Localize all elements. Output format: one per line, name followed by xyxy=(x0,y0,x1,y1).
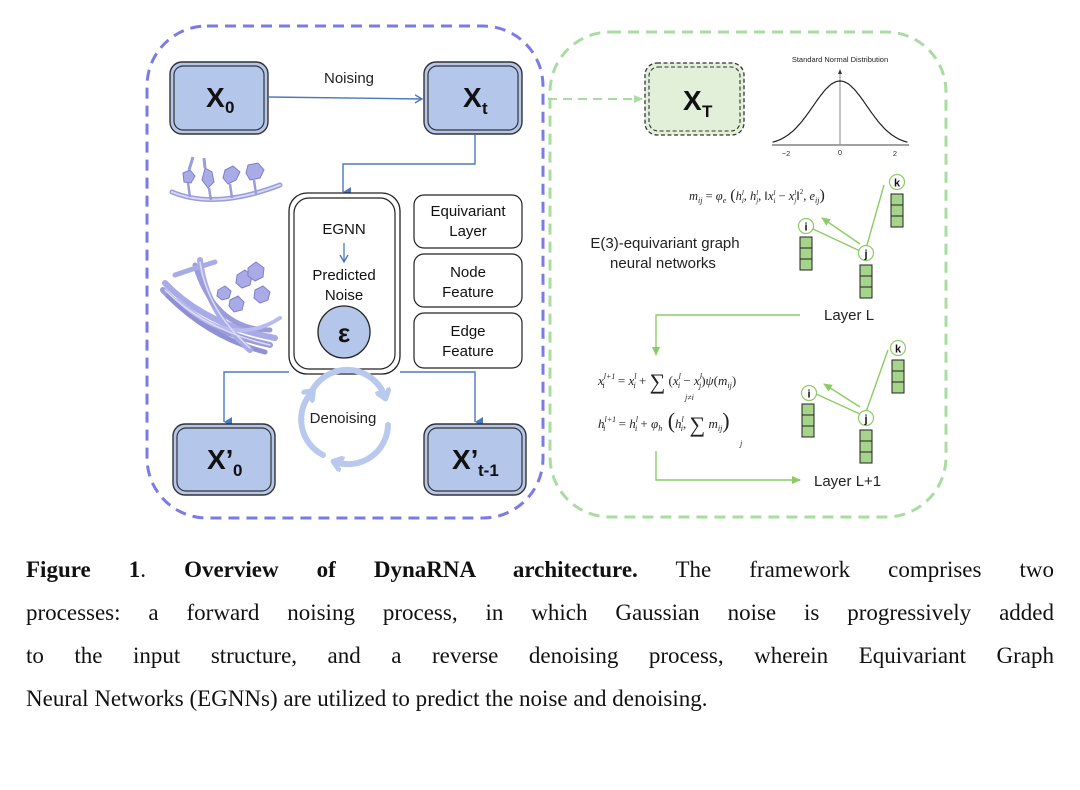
layer-L-label: Layer L xyxy=(824,307,874,324)
x0-prime-main: X’ xyxy=(207,444,233,475)
side-box-line2: Feature xyxy=(442,343,494,360)
egnn-box: EGNN Predicted Noise ε xyxy=(288,192,401,375)
node-i-label: i xyxy=(807,389,810,401)
node-k-label: k xyxy=(895,344,902,356)
node-j xyxy=(857,244,875,262)
node-j xyxy=(857,409,875,427)
side-box-equivariant-layer: Equivariant Layer xyxy=(413,194,523,249)
egnn-label-line2: neural networks xyxy=(610,255,716,272)
node-i xyxy=(800,384,818,402)
caption-figure-label: Figure 1 xyxy=(26,557,141,582)
predicted-label: Predicted xyxy=(312,267,375,284)
noising-arrow xyxy=(267,94,424,104)
layer-L1-label: Layer L+1 xyxy=(814,473,881,490)
node-x0: X 0 xyxy=(169,61,269,135)
side-box-line1: Edge xyxy=(450,323,485,340)
xt-main: X xyxy=(463,82,482,113)
normal-dist-y-arrow xyxy=(838,69,842,74)
x0-main: X xyxy=(206,82,225,113)
side-box-line1: Node xyxy=(450,264,486,281)
egnn-to-xt1prime-arrow xyxy=(400,371,483,427)
node-k-label: k xyxy=(894,178,901,190)
node-xt1-prime: X’ t-1 xyxy=(423,423,527,496)
rna-single-strand-illustration xyxy=(169,156,283,202)
node-x0-prime: X’ 0 xyxy=(172,423,276,496)
caption-line-1: Figure 1. Overview of DynaRNA architectu… xyxy=(26,548,1054,591)
egnn-to-x0prime-arrow xyxy=(223,371,289,427)
node-k xyxy=(889,339,907,357)
xT-main: X xyxy=(683,85,702,116)
xt1-prime-sub: t-1 xyxy=(478,461,499,480)
normal-dist-curve xyxy=(772,80,908,143)
x0-sub: 0 xyxy=(225,98,234,117)
egnn-label-line1: E(3)-equivariant graph xyxy=(590,235,739,252)
layer-L-to-update-arrow xyxy=(652,314,800,356)
xT-sub: T xyxy=(702,102,713,121)
node-i-label: i xyxy=(804,222,807,234)
sum-subscript-j-neq-i: j≠i xyxy=(684,393,694,402)
caption-line-3: to the input structure, and a reverse de… xyxy=(26,643,1054,668)
caption-separator: . xyxy=(140,557,185,582)
denoising-cycle-icon xyxy=(298,366,388,464)
caption-title: Overview of DynaRNA architecture. xyxy=(184,557,638,582)
node-xT: X T xyxy=(644,62,745,136)
graph-layer-L1: i j k xyxy=(800,339,907,464)
forward-reverse-panel-border xyxy=(145,24,545,520)
side-box-edge-feature: Edge Feature xyxy=(413,312,523,369)
noise-label: Noise xyxy=(325,287,363,304)
normal-dist-tick: 2 xyxy=(893,149,897,158)
xt-to-egnn-arrow xyxy=(342,134,476,197)
figure-caption: Figure 1. Overview of DynaRNA architectu… xyxy=(26,548,1054,720)
egnn-title: EGNN xyxy=(322,221,365,238)
normal-dist-tick: −2 xyxy=(782,149,791,158)
egnn-panel-border xyxy=(548,30,948,519)
architecture-figure: X 0 X t Noising xyxy=(145,24,948,520)
xt1-prime-main: X’ xyxy=(452,444,478,475)
side-box-line2: Feature xyxy=(442,284,494,301)
rna-ensemble-illustration xyxy=(160,257,282,355)
side-box-line2: Layer xyxy=(449,223,487,240)
node-k xyxy=(888,173,906,191)
node-i xyxy=(797,217,815,235)
normal-dist-title: Standard Normal Distribution xyxy=(792,55,888,64)
graph-layer-L: i j k xyxy=(797,173,906,299)
normal-distribution-plot: Standard Normal Distribution −2 0 2 xyxy=(772,55,909,158)
update-to-layer-L1-arrow xyxy=(655,451,801,484)
side-box-line1: Equivariant xyxy=(430,203,506,220)
side-box-node-feature: Node Feature xyxy=(413,253,523,308)
x0-prime-sub: 0 xyxy=(233,461,242,480)
epsilon-symbol: ε xyxy=(338,318,350,348)
node-j-label: j xyxy=(863,414,867,426)
denoising-label: Denoising xyxy=(310,410,377,427)
caption-line-4: Neural Networks (EGNNs) are utilized to … xyxy=(26,686,708,711)
caption-text-1: The framework comprises two xyxy=(637,557,1054,582)
node-xt: X t xyxy=(423,61,523,135)
epsilon-circle xyxy=(317,305,371,359)
normal-dist-tick: 0 xyxy=(838,148,842,157)
sum-subscript-j: j xyxy=(739,439,743,448)
caption-line-2: processes: a forward noising process, in… xyxy=(26,600,1054,625)
noising-label: Noising xyxy=(324,70,374,87)
node-j-label: j xyxy=(863,249,867,261)
xt-sub: t xyxy=(482,99,488,118)
